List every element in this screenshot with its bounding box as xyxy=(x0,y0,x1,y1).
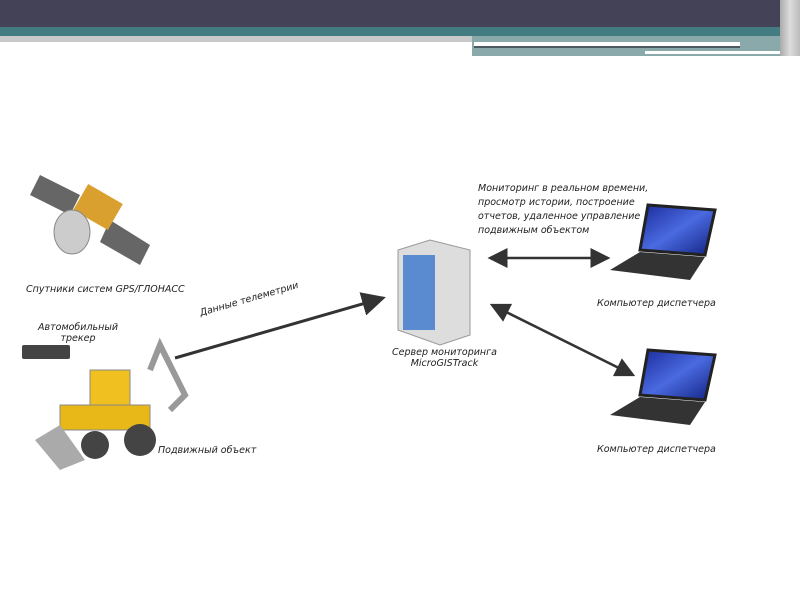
server-icon xyxy=(397,239,471,346)
tracker-icon xyxy=(22,345,70,359)
server-label: Сервер мониторинга MicroGISTrack xyxy=(392,347,497,369)
monitoring-line4: подвижным объектом xyxy=(478,225,590,236)
header-bar xyxy=(0,0,780,27)
header-line xyxy=(474,42,740,46)
satellite-icon xyxy=(30,175,150,265)
tracker-label-line2: трекер xyxy=(60,333,96,344)
monitoring-line3: отчетов, удаленное управление xyxy=(478,211,641,222)
laptop-icon-1 xyxy=(610,203,717,280)
header-line-dark xyxy=(474,46,740,48)
header-edge xyxy=(780,0,800,56)
monitoring-line1: Мониторинг в реальном времени, xyxy=(478,183,649,194)
tracker-label-line1: Автомобильный xyxy=(38,322,119,333)
telemetry-arrow xyxy=(174,292,386,360)
computer2-label: Компьютер диспетчера xyxy=(597,444,716,455)
server-label-line1: Сервер мониторинга xyxy=(392,347,497,358)
monitoring-label: Мониторинг в реальном времени, просмотр … xyxy=(478,182,648,238)
header-line-short xyxy=(645,51,780,54)
header-gray-stripe xyxy=(0,36,472,42)
computer1-label: Компьютер диспетчера xyxy=(597,298,716,309)
vehicle-icon xyxy=(35,337,189,470)
satellites-label: Спутники систем GPS/ГЛОНАСС xyxy=(26,284,185,295)
server-computer2-arrow xyxy=(489,303,636,377)
monitoring-line2: просмотр истории, построение xyxy=(478,197,635,208)
header-accent-stripe xyxy=(0,27,780,36)
server-label-line2: MicroGISTrack xyxy=(410,358,479,369)
tracker-label: Автомобильный трекер xyxy=(38,322,118,344)
vehicle-label: Подвижный объект xyxy=(158,445,257,456)
laptop-icon-2 xyxy=(610,348,717,425)
